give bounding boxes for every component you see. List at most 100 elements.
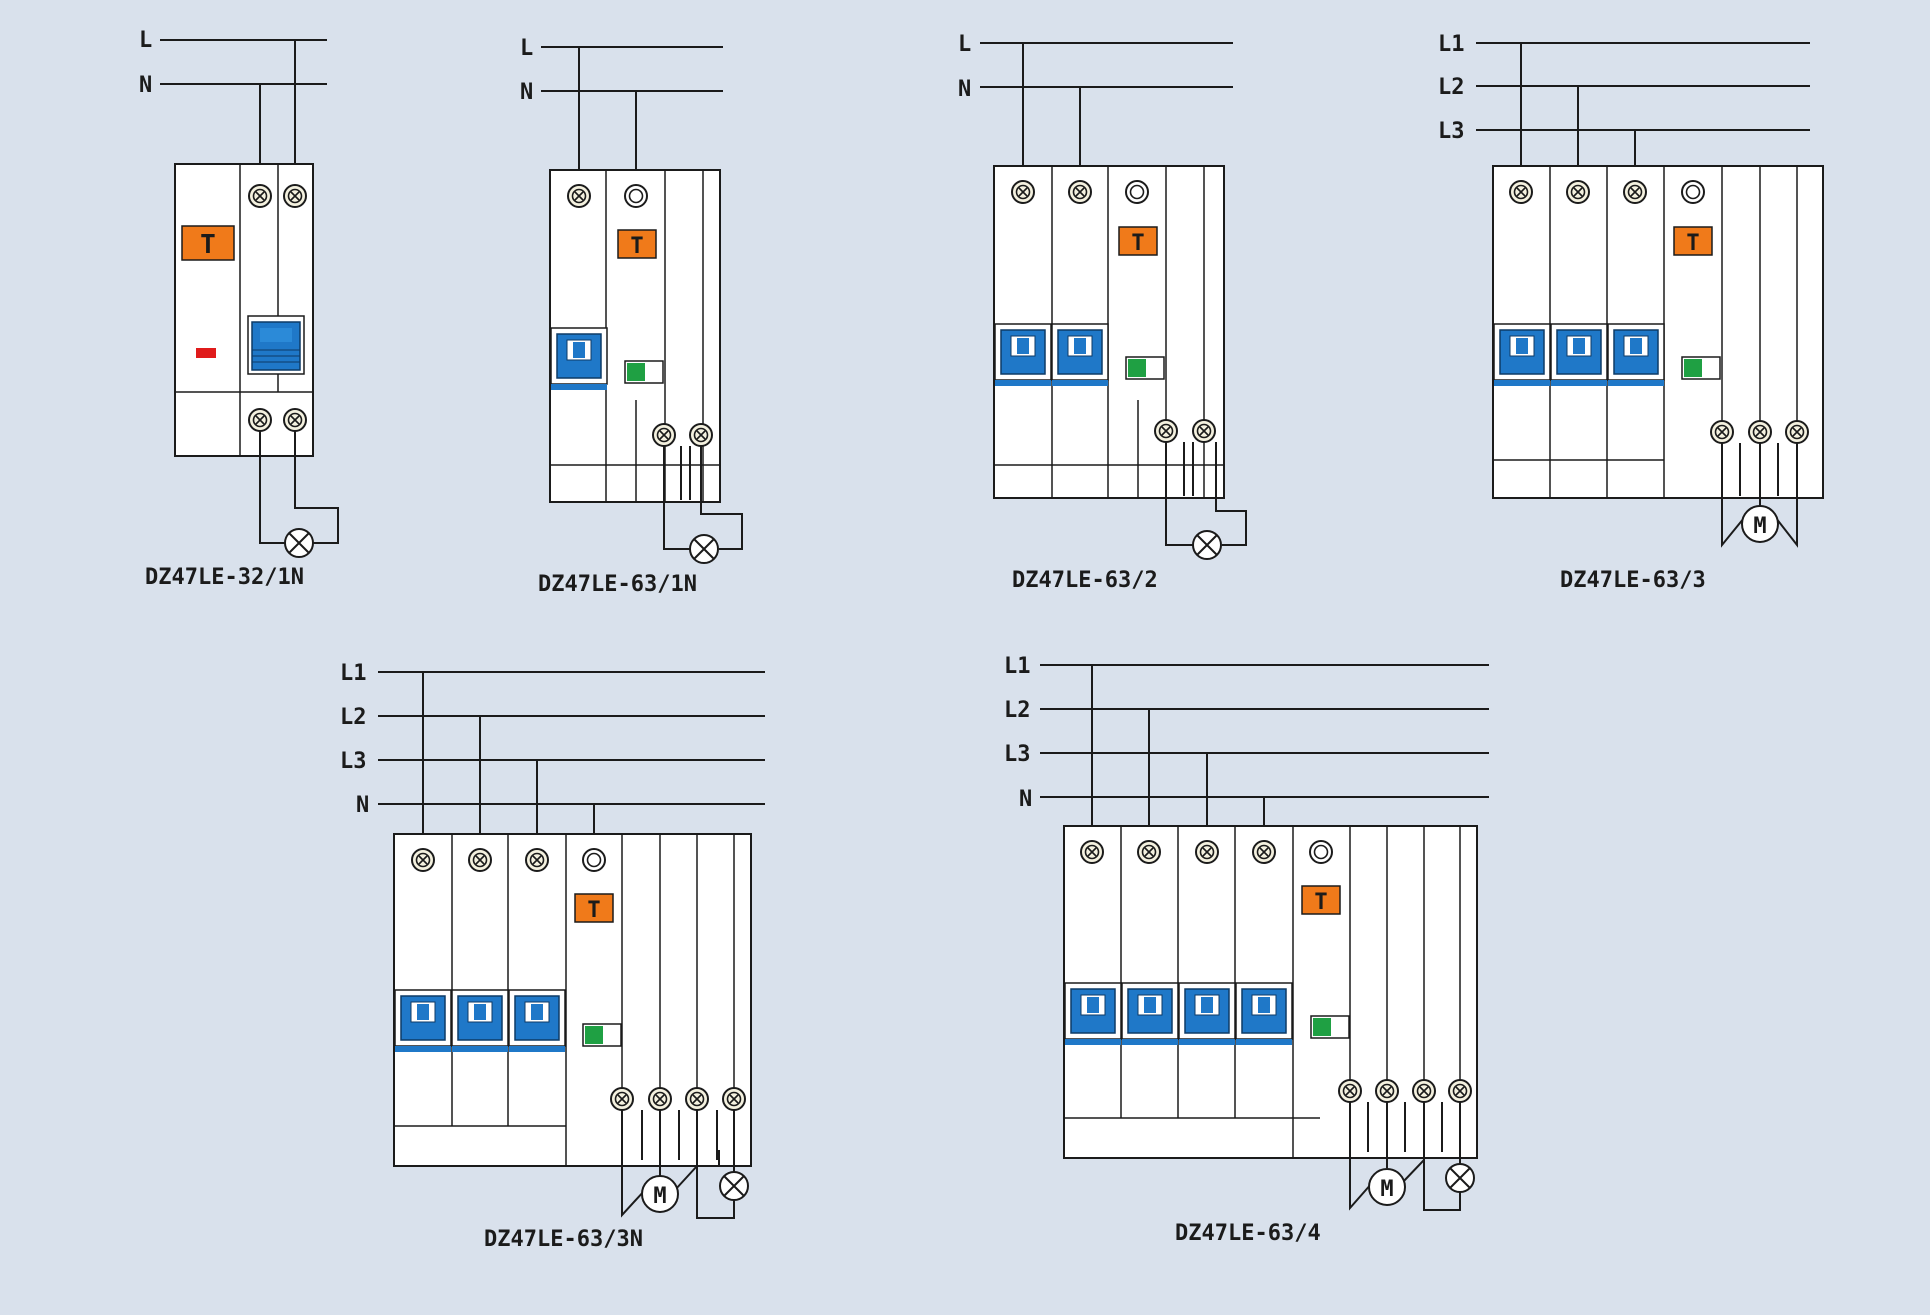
- load-wiring: [259, 431, 339, 544]
- handle-module[interactable]: [508, 989, 566, 1053]
- model-label: DZ47LE-32/1N: [145, 565, 304, 590]
- test-button-label: T: [587, 898, 600, 923]
- load-wiring: [663, 446, 743, 550]
- test-button[interactable]: T: [181, 225, 235, 261]
- handle-module[interactable]: [1064, 982, 1122, 1046]
- supply-label-n: N: [958, 77, 971, 102]
- handle-module[interactable]: [394, 989, 452, 1053]
- handle-module[interactable]: [550, 327, 608, 391]
- model-label: DZ47LE-63/3N: [484, 1227, 643, 1252]
- test-button-label: T: [1314, 890, 1327, 915]
- supply-label-l2: L2: [1438, 75, 1465, 100]
- indicator-green: [582, 1023, 622, 1047]
- supply-label-l1: L1: [1438, 32, 1465, 57]
- supply-label-n: N: [356, 793, 369, 818]
- diagram-dz47le-63-1n: L N T: [520, 36, 743, 597]
- lamp-icon: [1192, 530, 1222, 560]
- motor-label: M: [1753, 514, 1766, 539]
- supply-label-n: N: [520, 80, 533, 105]
- terminal-screw-icon: [1710, 420, 1734, 444]
- lamp-icon: [719, 1171, 749, 1201]
- test-button-label: T: [630, 234, 643, 259]
- test-button[interactable]: T: [574, 893, 614, 923]
- terminal-screw-icon: [689, 423, 713, 447]
- motor-label: M: [653, 1184, 666, 1209]
- handle-module[interactable]: [1235, 982, 1293, 1046]
- indicator-green: [1310, 1015, 1350, 1039]
- diagram-dz47le-63-2: L N T: [958, 32, 1247, 593]
- terminal-screw-icon: [1785, 420, 1809, 444]
- supply-label-l: L: [958, 32, 971, 57]
- terminal-screw-icon: [652, 423, 676, 447]
- handle-module[interactable]: [1550, 323, 1608, 387]
- terminal-screw-icon: [1137, 840, 1161, 864]
- terminal-screw-icon: [1080, 840, 1104, 864]
- handle-module[interactable]: [1493, 323, 1551, 387]
- terminal-screw-icon: [1192, 419, 1216, 443]
- diagram-dz47le-32-1n: L N T: [139, 28, 339, 590]
- handle-module[interactable]: [451, 989, 509, 1053]
- supply-label-l2: L2: [1004, 698, 1031, 723]
- supply-lines: [378, 671, 765, 860]
- load-wiring: [1721, 443, 1798, 548]
- handle-module[interactable]: [1178, 982, 1236, 1046]
- terminal-screw-icon: [1011, 180, 1035, 204]
- supply-label-n: N: [139, 73, 152, 98]
- terminal-screw-icon: [722, 1087, 746, 1111]
- indicator-green: [1681, 356, 1721, 380]
- model-label: DZ47LE-63/1N: [538, 572, 697, 597]
- test-button-label: T: [1686, 231, 1699, 256]
- supply-label-n: N: [1019, 787, 1032, 812]
- terminal-screw-icon: [525, 848, 549, 872]
- terminal-screw-icon: [648, 1087, 672, 1111]
- terminal-screw-icon: [1252, 840, 1276, 864]
- load-wiring: [1165, 442, 1247, 546]
- lamp-icon: [284, 528, 314, 558]
- handle-module[interactable]: [1121, 982, 1179, 1046]
- test-button[interactable]: T: [1118, 226, 1158, 256]
- load-wiring: [1349, 1102, 1461, 1211]
- terminal-screw-icon: [248, 184, 272, 208]
- terminal-screw-icon: [1748, 420, 1772, 444]
- terminal-open-icon: [1125, 180, 1149, 204]
- test-button[interactable]: T: [1673, 226, 1713, 256]
- terminal-screw-icon: [1375, 1079, 1399, 1103]
- diagram-dz47le-63-3: L1 L2 L3 T: [1438, 32, 1824, 593]
- test-button-label: T: [1131, 231, 1144, 256]
- terminal-screw-icon: [283, 408, 307, 432]
- lamp-icon: [1445, 1163, 1475, 1193]
- terminal-screw-icon: [1623, 180, 1647, 204]
- model-label: DZ47LE-63/2: [1012, 568, 1158, 593]
- terminal-screw-icon: [567, 184, 591, 208]
- handle-module[interactable]: [247, 315, 305, 375]
- terminal-open-icon: [1309, 840, 1333, 864]
- handle-module[interactable]: [1607, 323, 1665, 387]
- handle-module[interactable]: [1051, 323, 1109, 387]
- test-button[interactable]: T: [1301, 885, 1341, 915]
- motor-label: M: [1380, 1177, 1393, 1202]
- terminal-screw-icon: [248, 408, 272, 432]
- model-label: DZ47LE-63/3: [1560, 568, 1706, 593]
- terminal-screw-icon: [685, 1087, 709, 1111]
- lamp-icon: [689, 534, 719, 564]
- supply-label-l3: L3: [1438, 119, 1465, 144]
- terminal-screw-icon: [1448, 1079, 1472, 1103]
- indicator-red: [196, 348, 216, 358]
- terminal-open-icon: [1681, 180, 1705, 204]
- supply-label-l: L: [139, 28, 152, 53]
- terminal-open-icon: [582, 848, 606, 872]
- terminal-screw-icon: [283, 184, 307, 208]
- terminal-screw-icon: [1509, 180, 1533, 204]
- handle-module[interactable]: [994, 323, 1052, 387]
- terminal-screw-icon: [411, 848, 435, 872]
- terminal-screw-icon: [1412, 1079, 1436, 1103]
- supply-label-l1: L1: [340, 661, 367, 686]
- terminal-screw-icon: [468, 848, 492, 872]
- terminal-screw-icon: [1195, 840, 1219, 864]
- indicator-green: [624, 360, 664, 384]
- test-button[interactable]: T: [617, 229, 657, 259]
- terminal-screw-icon: [1338, 1079, 1362, 1103]
- terminal-screw-icon: [1068, 180, 1092, 204]
- breaker-body: [174, 163, 314, 457]
